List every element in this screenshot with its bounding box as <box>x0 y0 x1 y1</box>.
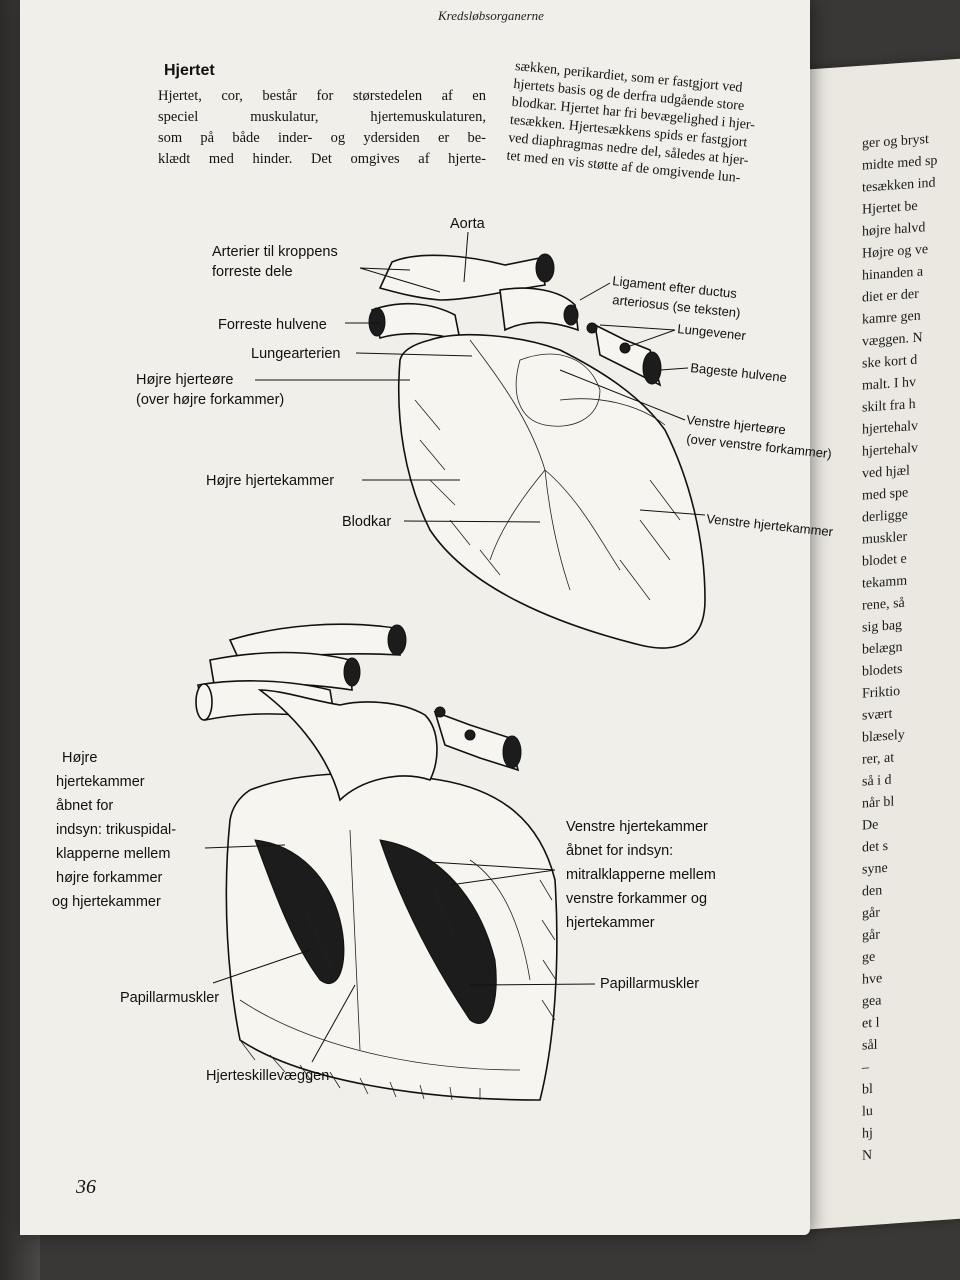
label-venstre-open-4: venstre forkammer og <box>566 891 707 907</box>
text-line: som på både inder- og ydersiden er be- <box>158 130 486 146</box>
label-venstre-open-3: mitralklapperne mellem <box>566 867 716 883</box>
figure2-labels: Højre hjertekammer åbnet for indsyn: tri… <box>52 750 716 1084</box>
label-venstre-hjerteore-2: (over venstre forkammer) <box>686 431 833 461</box>
label-aorta: Aorta <box>450 216 486 232</box>
label-hjerteskillevaeggen: Hjerteskillevæggen <box>206 1068 329 1084</box>
label-hojre-open-1: Højre <box>62 750 97 766</box>
text-column-left: Hjertet, cor, består for størstedelen af… <box>158 86 486 170</box>
text-line: klædt med hinder. Det omgives af hjerte- <box>158 151 486 167</box>
text-line: Hjertet, cor, består for størstedelen af… <box>158 88 486 104</box>
label-venstre-open-5: hjertekammer <box>566 915 655 931</box>
label-hojre-open-2: hjertekammer <box>56 774 145 790</box>
label-hojre-open-6: højre forkammer <box>56 870 163 886</box>
heart-section-drawing <box>195 623 558 1101</box>
label-hojre-open-7: og hjertekammer <box>52 894 161 910</box>
section-heading: Hjertet <box>164 62 215 79</box>
label-arterier-2: forreste dele <box>212 264 293 280</box>
label-papillarmuskler-right: Papillarmuskler <box>600 976 699 992</box>
label-hojre-hjerteore-1: Højre hjerteøre <box>136 372 234 388</box>
label-forreste-hulvene: Forreste hulvene <box>218 317 327 333</box>
label-arterier-1: Arterier til kroppens <box>212 244 338 260</box>
label-papillarmuskler-left: Papillarmuskler <box>120 990 219 1006</box>
heart-exterior-drawing <box>368 253 706 649</box>
page-number: 36 <box>76 1176 96 1198</box>
label-hojre-open-5: klapperne mellem <box>56 846 170 862</box>
running-head: Kredsløbsorganerne <box>438 8 544 23</box>
label-hojre-hjertekammer: Højre hjertekammer <box>206 473 334 489</box>
text-line: speciel muskulatur, hjertemuskulaturen, <box>158 109 486 125</box>
label-venstre-open-1: Venstre hjertekammer <box>566 819 708 835</box>
label-hojre-hjerteore-2: (over højre forkammer) <box>136 392 284 408</box>
figure1-leader-lines <box>255 231 706 523</box>
figure2-leader-lines <box>204 844 596 1063</box>
label-lungevener: Lungevener <box>677 321 748 343</box>
label-venstre-hjertekammer: Venstre hjertekammer <box>706 511 835 539</box>
label-bageste-hulvene: Bageste hulvene <box>690 360 788 385</box>
label-lungearterien: Lungearterien <box>251 346 341 362</box>
label-hojre-open-4: indsyn: trikuspidal- <box>56 822 176 838</box>
label-hojre-open-3: åbnet for <box>56 798 113 814</box>
label-venstre-open-2: åbnet for indsyn: <box>566 843 673 859</box>
label-blodkar: Blodkar <box>342 514 391 530</box>
